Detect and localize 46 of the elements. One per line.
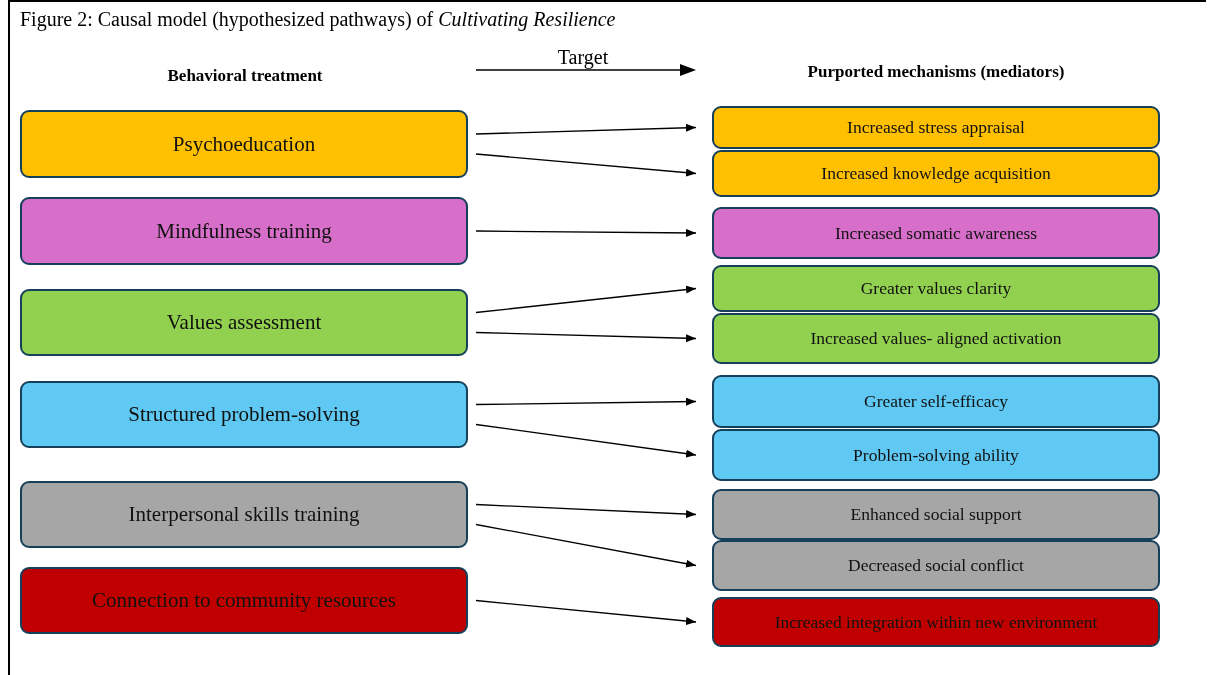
mechanism-box xyxy=(712,540,1160,591)
mechanism-box xyxy=(712,375,1160,428)
box-text: Structured problem-solving xyxy=(128,402,360,427)
arrow xyxy=(475,599,697,625)
mechanism-box xyxy=(712,207,1160,259)
box-text: Increased knowledge acquisition xyxy=(821,163,1051,184)
treatment-box xyxy=(20,381,468,448)
arrow-label: Target xyxy=(557,46,609,69)
box-text: Connection to community resources xyxy=(92,588,396,613)
box-text: Greater values clarity xyxy=(860,278,1012,299)
box-text: Decreased social conflict xyxy=(848,555,1024,576)
box-text: Increased values- aligned activation xyxy=(810,328,1062,349)
box-text: Increased stress appraisal xyxy=(847,117,1025,138)
box-text: Greater self-efficacy xyxy=(864,391,1008,412)
arrow xyxy=(475,503,697,519)
figure-title: Figure 2: Causal model (hypothesized pathways) of Cultivating Resilience xyxy=(20,8,616,31)
arrow xyxy=(475,397,697,406)
box-text: Values assessment xyxy=(166,310,322,335)
treatment-box xyxy=(20,289,468,356)
arrow xyxy=(475,123,697,135)
box-text: Psychoeducation xyxy=(172,131,316,157)
mechanism-box xyxy=(712,489,1160,540)
box-text: Interpersonal skills training xyxy=(128,502,360,527)
arrow xyxy=(475,523,697,568)
box-text: Enhanced social support xyxy=(850,504,1022,525)
arrow xyxy=(475,228,697,237)
arrow xyxy=(475,153,697,177)
mechanism-box xyxy=(712,265,1160,312)
mechanism-box xyxy=(712,597,1160,647)
mechanism-box xyxy=(712,150,1160,197)
treatment-box xyxy=(20,481,468,548)
column-header: Purported mechanisms (mediators) xyxy=(807,62,1065,82)
treatment-box xyxy=(20,197,468,265)
treatment-box xyxy=(20,110,468,178)
box-text: Problem-solving ability xyxy=(853,444,1019,466)
mechanism-box xyxy=(712,429,1160,481)
arrow xyxy=(475,285,697,314)
mechanism-box xyxy=(712,313,1160,364)
box-text: Mindfulness training xyxy=(156,218,332,244)
box-text: Increased integration within new environment xyxy=(774,611,1098,633)
mechanism-box xyxy=(712,106,1160,149)
column-header: Behavioral treatment xyxy=(167,66,323,86)
box-text: Increased somatic awareness xyxy=(834,222,1038,244)
treatment-box xyxy=(20,567,468,634)
arrow xyxy=(475,423,697,458)
arrow xyxy=(475,331,697,343)
